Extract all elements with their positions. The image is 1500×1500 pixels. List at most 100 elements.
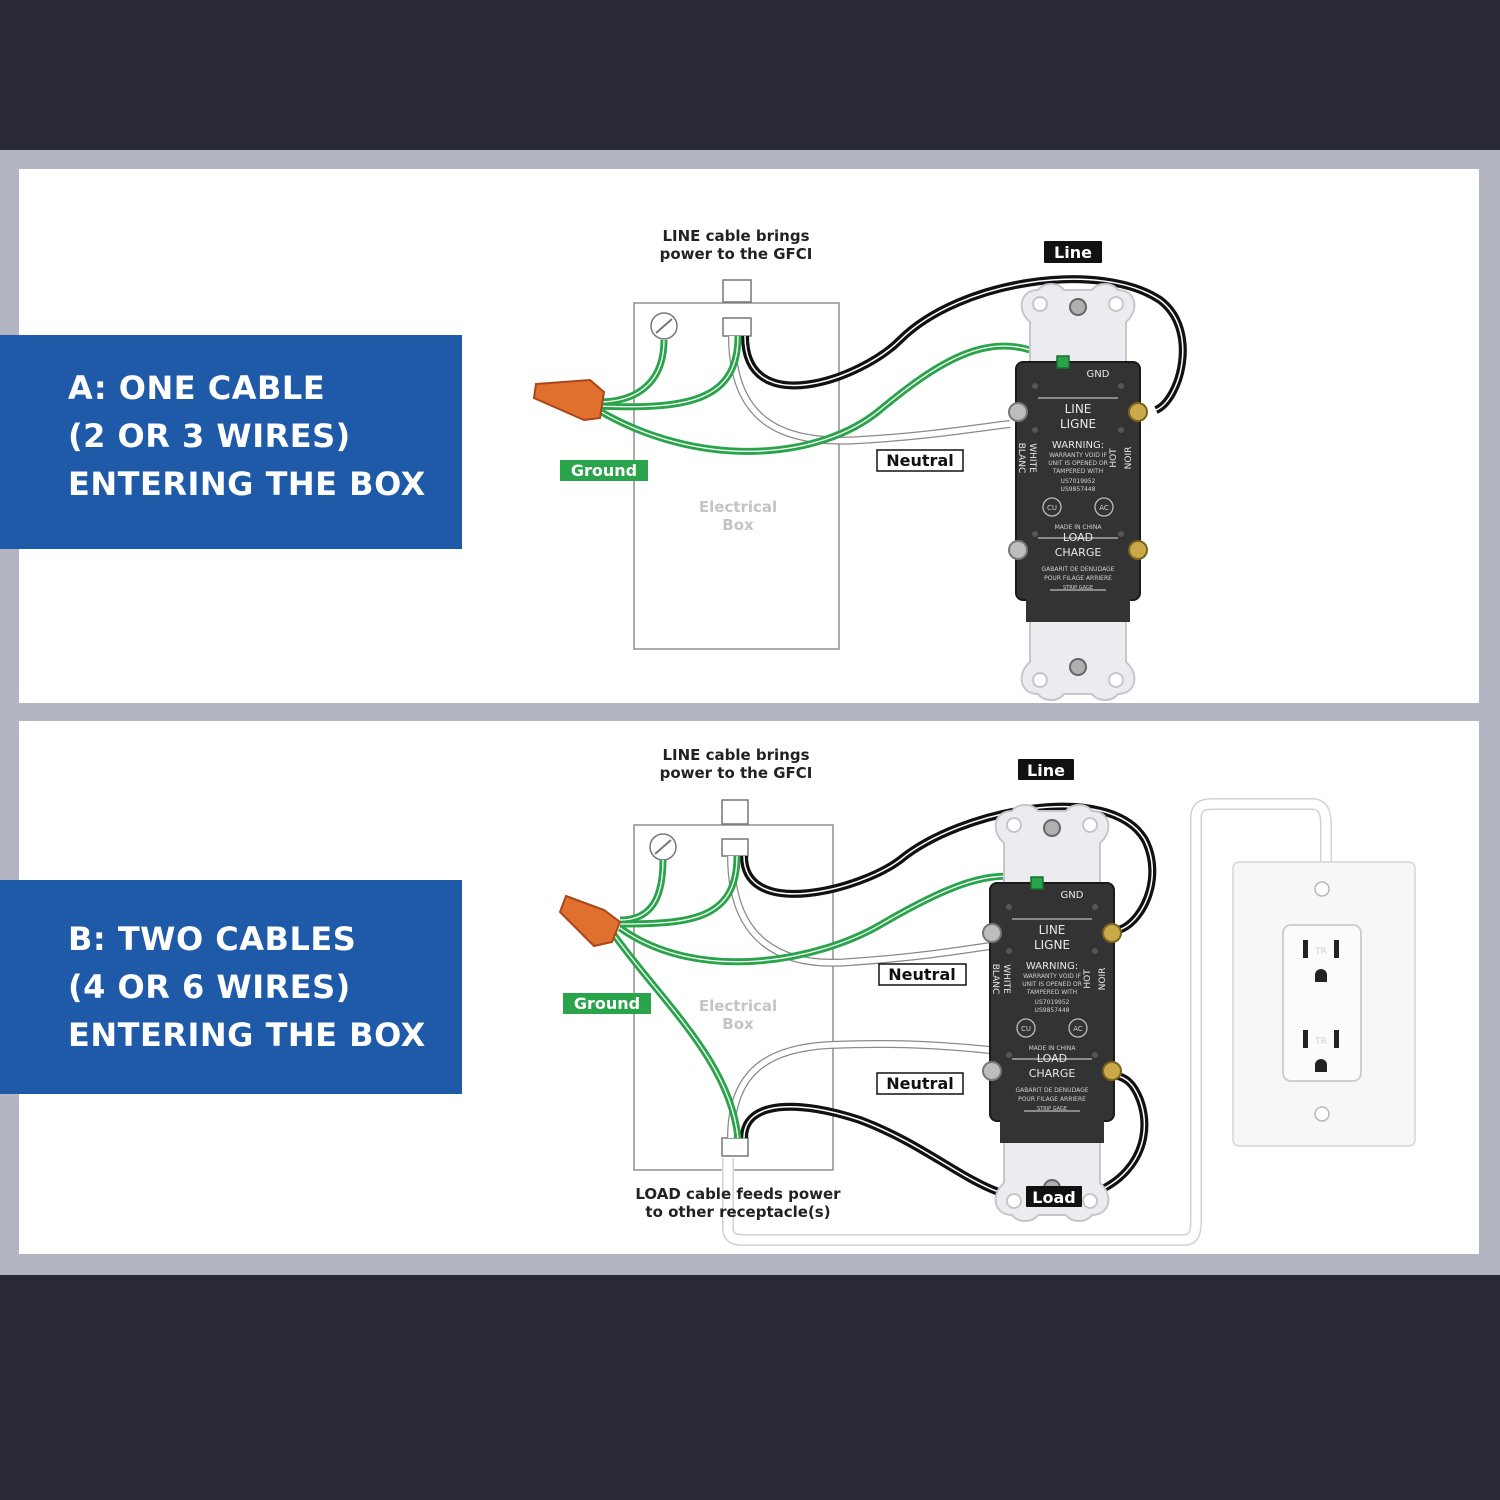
panel-b-load-tag-text: Load xyxy=(1032,1188,1075,1207)
panel-b-load-neutral-wire xyxy=(728,1041,991,1139)
panel-a-gfci-patent-2: US9857448 xyxy=(1061,486,1096,493)
panel-a-heading-line-3: ENTERING THE BOX xyxy=(68,465,426,503)
panel-b-gfci-patent-2: US9857448 xyxy=(1035,1007,1070,1014)
panel-b-box-label-1: Electrical xyxy=(699,997,777,1015)
receptacle-upper-tr-mark: TR xyxy=(1314,947,1327,957)
panel-a-gfci-line: LINE xyxy=(1065,402,1092,416)
panel-b-gfci-cert-left: CU xyxy=(1021,1025,1031,1033)
panel-b-line-cable-note-2: power to the GFCI xyxy=(660,764,813,782)
panel-b-gfci-line: LINE xyxy=(1039,923,1066,937)
panel-a-gfci-white: WHITE xyxy=(1027,443,1037,473)
panel-a-gfci-load: LOAD xyxy=(1063,531,1093,544)
panel-a-neutral-wire xyxy=(729,335,1011,444)
panel-b-gfci-load: LOAD xyxy=(1037,1052,1067,1065)
panel-b-gfci-warranty-3: TAMPERED WITH xyxy=(1026,989,1077,996)
panel-b-gfci-strip-gage: STRIP GAGE xyxy=(1037,1106,1067,1112)
panel-a-gfci-blanc: BLANC xyxy=(1016,443,1026,474)
receptacle-top-screw xyxy=(1314,881,1330,897)
panel-a-line-tag-text: Line xyxy=(1054,243,1092,262)
panel-a-neutral-tag: Neutral xyxy=(876,449,964,472)
panel-b-heading: B: TWO CABLES (4 OR 6 WIRES) ENTERING TH… xyxy=(0,880,462,1094)
panel-a-gfci-gnd: GND xyxy=(1087,369,1110,380)
receptacle-upper-slot-right xyxy=(1334,940,1339,958)
panel-b-gfci-cert-right: AC xyxy=(1073,1025,1083,1033)
panel-a-cable-clamp xyxy=(722,317,752,337)
panel-b-load-cable-note-2: to other receptacle(s) xyxy=(645,1203,830,1221)
panel-b-line-cable-sheath xyxy=(721,799,749,825)
panel-b-downstream-receptacle: TR TR xyxy=(1232,861,1416,1147)
panel-a-gfci: GND LINE LIGNE WARNING: WARRANTY VOID IF… xyxy=(1008,283,1148,701)
panel-a-ground-tag-text: Ground xyxy=(571,461,637,480)
panel-a-box-label-2: Box xyxy=(722,516,754,534)
panel-a-gfci-charge: CHARGE xyxy=(1055,546,1102,559)
receptacle-lower-tr-mark: TR xyxy=(1314,1037,1327,1047)
panel-a-line-cable-note-1: LINE cable brings xyxy=(662,227,809,245)
panel-b-heading-line-3: ENTERING THE BOX xyxy=(68,1016,426,1054)
panel-b-gfci-warning: WARNING: xyxy=(1026,961,1078,972)
panel-a-neutral-tag-text: Neutral xyxy=(886,451,953,470)
panel-a-gfci-ligne: LIGNE xyxy=(1060,417,1096,431)
panel-a-cable-sheath xyxy=(722,279,752,303)
panel-b-gfci-gabarit-1: GABARIT DE DENUDAGE xyxy=(1015,1087,1088,1094)
panel-b-gfci: GND LINE LIGNE WARNING: WARRANTY VOID IF… xyxy=(982,804,1122,1222)
panel-b-line-wire-highlight xyxy=(743,805,1154,931)
panel-b-load-tag: Load xyxy=(1026,1186,1082,1207)
panel-b-heading-line-2: (4 OR 6 WIRES) xyxy=(68,968,351,1006)
panel-a-box-ground-screw xyxy=(650,312,678,340)
panel-b-ground-tag-text: Ground xyxy=(574,994,640,1013)
receptacle-lower-slot-left xyxy=(1303,1030,1308,1048)
panel-b-gfci-noir: NOIR xyxy=(1098,968,1108,991)
receptacle-lower-ground-hole xyxy=(1315,1059,1327,1072)
panel-b-ground-tag: Ground xyxy=(563,993,651,1014)
panel-a-gfci-made-in: MADE IN CHINA xyxy=(1055,524,1103,531)
panel-b-gfci-white: WHITE xyxy=(1001,964,1011,994)
panel-b-heading-line-1: B: TWO CABLES xyxy=(68,920,357,958)
panel-a-diagram: LINE cable brings power to the GFCI Elec… xyxy=(532,227,1187,701)
receptacle-upper-slot-left xyxy=(1303,940,1308,958)
panel-a-ground-wire-highlights xyxy=(597,335,1044,452)
panel-b-line-tag: Line xyxy=(1018,759,1074,780)
panel-a-gfci-gabarit-2: POUR FILAGE ARRIERE xyxy=(1044,575,1112,582)
panel-b-box-ground-screw xyxy=(649,833,677,861)
panel-b-box-label-2: Box xyxy=(722,1015,754,1033)
panel-a-gfci-gabarit-1: GABARIT DE DENUDAGE xyxy=(1041,566,1114,573)
panel-a-wire-nut xyxy=(532,378,606,422)
panel-b-load-cable-clamp xyxy=(721,1137,749,1157)
panel-b-gfci-ligne: LIGNE xyxy=(1034,938,1070,952)
panel-b-gfci-gabarit-2: POUR FILAGE ARRIERE xyxy=(1018,1096,1086,1103)
panel-b-gfci-charge: CHARGE xyxy=(1029,1067,1076,1080)
panel-b-neutral-line-tag: Neutral xyxy=(878,963,967,986)
panel-b-gfci-gnd: GND xyxy=(1061,890,1084,901)
panel-a-line-tag: Line xyxy=(1044,241,1102,263)
panel-b-line-tag-text: Line xyxy=(1027,761,1065,780)
panel-a-gfci-warning: WARNING: xyxy=(1052,440,1104,451)
panel-a-ground-tag: Ground xyxy=(560,460,648,481)
panel-b-gfci-made-in: MADE IN CHINA xyxy=(1029,1045,1077,1052)
panel-a-gfci-cert-left: CU xyxy=(1047,504,1057,512)
panel-b-neutral-line-tag-text: Neutral xyxy=(888,965,955,984)
panel-b-wire-nut xyxy=(558,894,622,948)
panel-b-load-cable-note-1: LOAD cable feeds power xyxy=(635,1185,841,1203)
panel-b-gfci-warranty-1: WARRANTY VOID IF xyxy=(1023,973,1081,980)
panel-b-line-cable-note-1: LINE cable brings xyxy=(662,746,809,764)
receptacle-face xyxy=(1282,924,1362,1082)
panel-a-gfci-noir: NOIR xyxy=(1124,447,1134,470)
panel-b-neutral-load-tag-text: Neutral xyxy=(886,1074,953,1093)
panel-a-line-wire-highlight xyxy=(744,278,1184,411)
panel-a-gfci-warranty-1: WARRANTY VOID IF xyxy=(1049,452,1107,459)
panel-b-ground-wire-highlights xyxy=(611,855,1023,1139)
panel-a-gfci-strip-gage: STRIP GAGE xyxy=(1063,585,1093,591)
panel-b-gfci-hot: HOT xyxy=(1083,969,1093,989)
receptacle-upper-ground-hole xyxy=(1315,969,1327,982)
panel-a-heading: A: ONE CABLE (2 OR 3 WIRES) ENTERING THE… xyxy=(0,335,462,549)
panel-a-gfci-warranty-3: TAMPERED WITH xyxy=(1052,468,1103,475)
panel-b-neutral-load-tag: Neutral xyxy=(876,1072,964,1095)
panel-b-line-cable-clamp xyxy=(721,838,749,857)
panel-a-gfci-hot: HOT xyxy=(1109,448,1119,468)
receptacle-lower-slot-right xyxy=(1334,1030,1339,1048)
receptacle-bottom-screw xyxy=(1314,1106,1330,1122)
panel-a-gfci-warranty-2: UNIT IS OPENED OR xyxy=(1048,460,1108,467)
panel-b-diagram: LINE cable brings power to the GFCI Elec… xyxy=(558,746,1416,1246)
panel-a-heading-line-1: A: ONE CABLE xyxy=(68,369,326,407)
